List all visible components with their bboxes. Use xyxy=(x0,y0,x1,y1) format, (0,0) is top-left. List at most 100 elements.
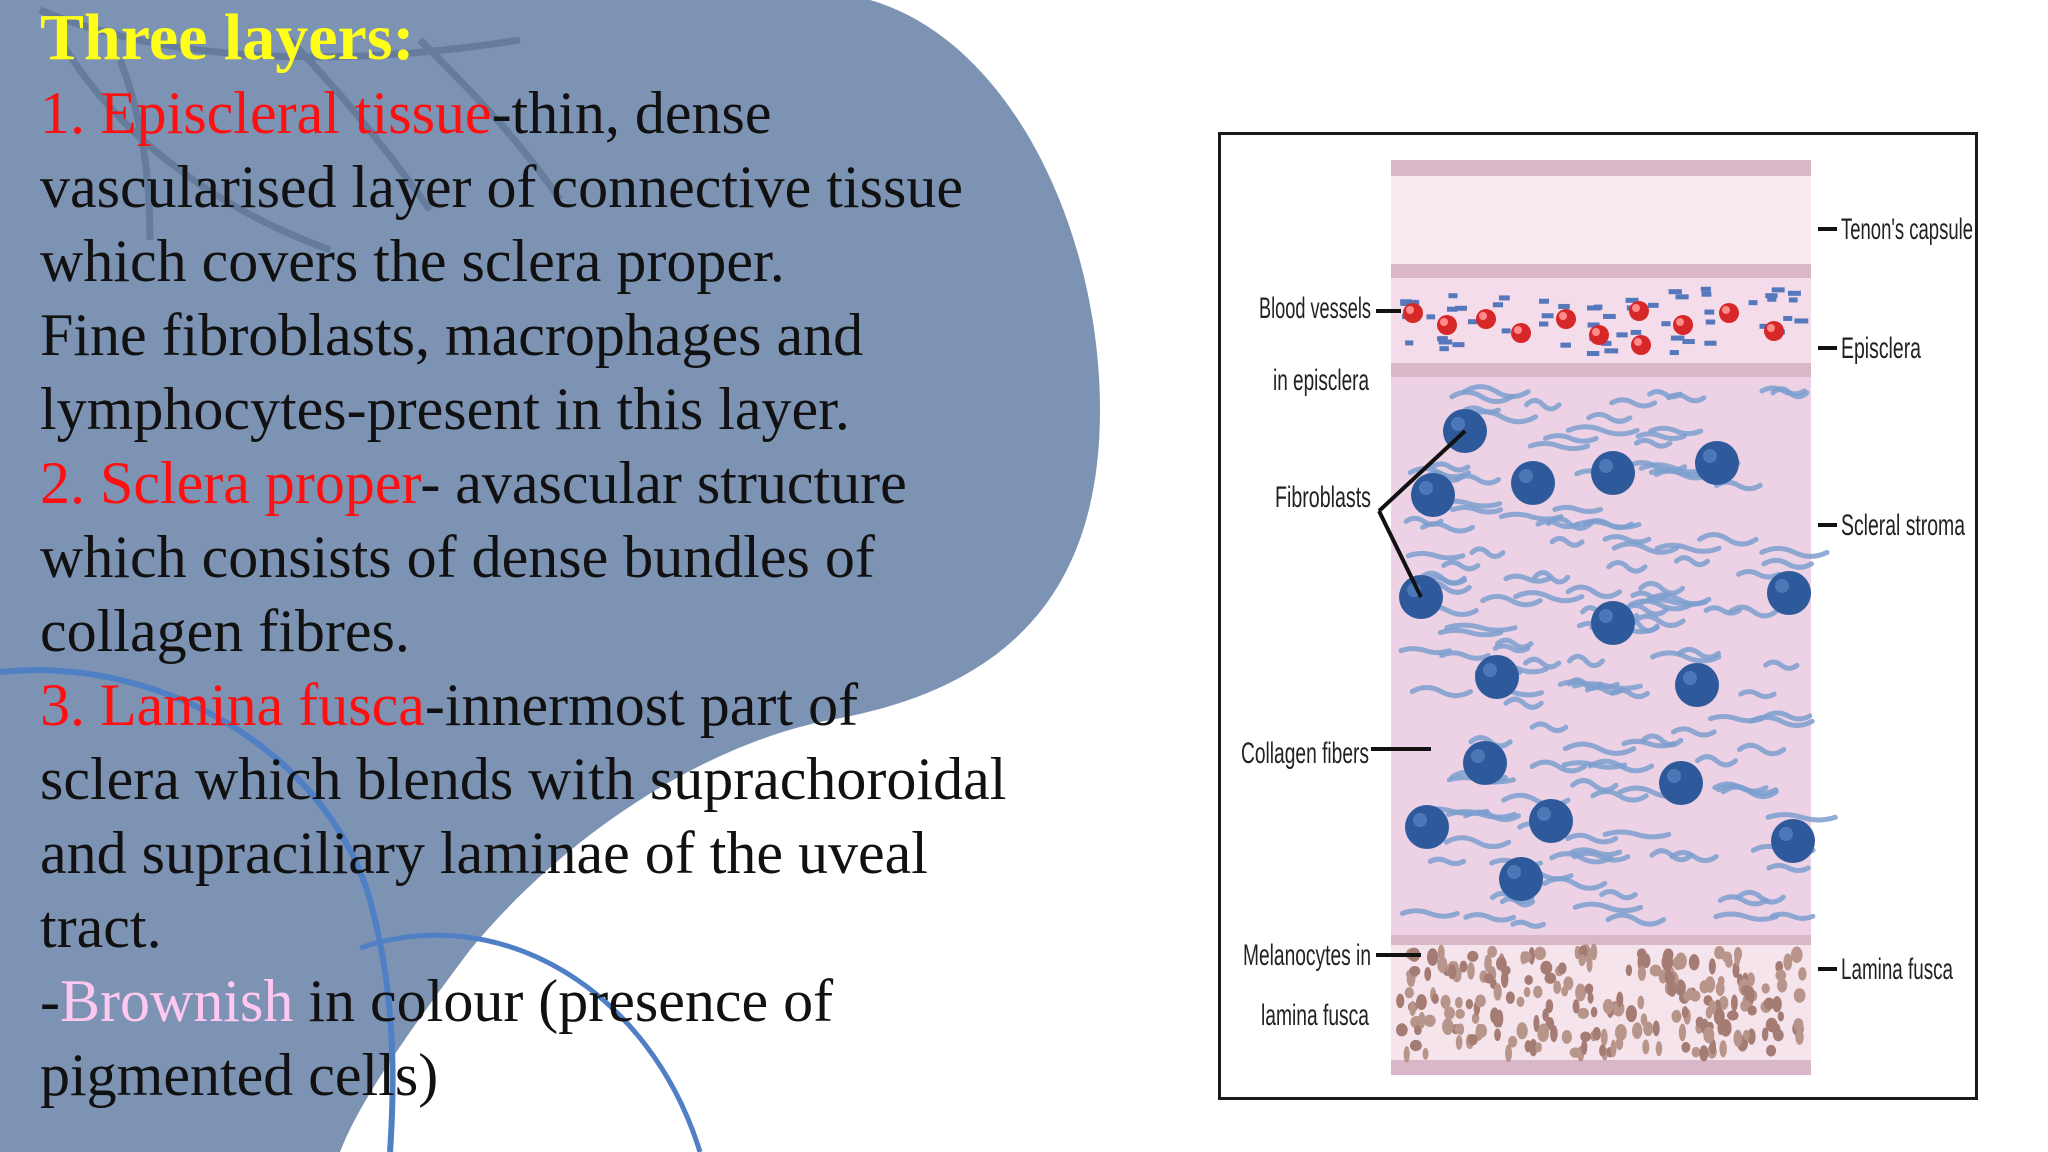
melanocyte xyxy=(1678,1023,1687,1042)
melanocyte xyxy=(1642,1039,1650,1055)
collagen-fiber xyxy=(1669,850,1719,864)
diagram-canvas: Blood vessels in episclera Fibroblasts C… xyxy=(1241,160,1973,1075)
vessel-dash xyxy=(1541,313,1554,319)
episclera-layer xyxy=(1391,278,1811,363)
vessel-dash xyxy=(1604,348,1619,354)
melanocyte xyxy=(1667,980,1677,997)
collagen-fiber xyxy=(1638,580,1686,596)
melanocyte xyxy=(1553,980,1562,995)
text-line: pigmented cells) xyxy=(40,1038,1190,1112)
vessel-dash xyxy=(1405,340,1414,346)
fibroblast-cell-highlight xyxy=(1451,417,1465,431)
melanocyte xyxy=(1590,943,1598,961)
vessel-dash xyxy=(1669,350,1679,356)
melanocyte xyxy=(1649,964,1662,977)
collagen-fiber xyxy=(1738,689,1777,700)
collagen-fiber xyxy=(1703,605,1742,616)
melanocyte xyxy=(1695,1016,1704,1028)
collagen-fiber xyxy=(1417,570,1467,586)
text-line: collagen fibres. xyxy=(40,594,1190,668)
melanocyte xyxy=(1643,1021,1654,1037)
melanocyte xyxy=(1641,953,1651,969)
melanocyte xyxy=(1424,967,1432,982)
melanocyte xyxy=(1614,1024,1627,1042)
melanocyte xyxy=(1681,1041,1691,1053)
melanocyte xyxy=(1533,1014,1540,1032)
blood-vessel xyxy=(1437,315,1457,335)
vessel-dash xyxy=(1704,340,1717,346)
highlighted-term: 2. Sclera proper xyxy=(40,450,421,516)
blood-vessel xyxy=(1589,325,1609,345)
text-line: 2. Sclera proper- avascular structure xyxy=(40,446,1190,520)
vessel-dash xyxy=(1448,293,1458,299)
collagen-fiber xyxy=(1462,405,1501,415)
melanocyte xyxy=(1775,960,1784,973)
melanocyte xyxy=(1403,1046,1410,1063)
melanocyte xyxy=(1544,972,1557,984)
text-segment: in colour (presence of xyxy=(293,968,834,1034)
collagen-fiber xyxy=(1670,726,1717,738)
fibroblast-cell-highlight xyxy=(1483,663,1497,677)
collagen-fiber xyxy=(1409,685,1473,699)
vessel-dash xyxy=(1426,314,1436,320)
melanocyte xyxy=(1586,956,1593,973)
melanocyte xyxy=(1494,1028,1501,1042)
fibroblast-cell xyxy=(1675,663,1719,707)
text-line: -Brownish in colour (presence of xyxy=(40,964,1190,1038)
episclera-band-top xyxy=(1391,264,1811,278)
fibroblast-cell xyxy=(1475,655,1519,699)
melanocyte xyxy=(1637,995,1645,1010)
collagen-fiber xyxy=(1398,646,1452,656)
label-lamina-fusca-left: lamina fusca xyxy=(1261,999,1369,1032)
melanocyte xyxy=(1505,1044,1513,1063)
fibroblast-cell xyxy=(1695,441,1739,485)
melanocyte xyxy=(1455,996,1463,1009)
text-line: Fine fibroblasts, macrophages and xyxy=(40,298,1190,372)
label-episclera: Episclera xyxy=(1841,332,1921,365)
highlighted-term: 3. Lamina fusca xyxy=(40,672,425,738)
collagen-fiber xyxy=(1633,437,1673,449)
accent-arc-right xyxy=(359,932,703,1152)
vessel-dash xyxy=(1704,309,1715,315)
melanocyte xyxy=(1719,1040,1727,1058)
collagen-fiber xyxy=(1611,541,1680,555)
fibroblast-cell xyxy=(1463,741,1507,785)
melanocyte xyxy=(1718,996,1729,1010)
melanocyte xyxy=(1610,1039,1617,1057)
vessel-dash xyxy=(1661,321,1671,327)
melanocyte xyxy=(1431,993,1439,1005)
melanocyte xyxy=(1663,948,1674,962)
blood-vessel xyxy=(1719,303,1739,323)
collagen-fiber xyxy=(1736,742,1787,757)
blood-vessel-highlight xyxy=(1634,338,1642,346)
melanocyte xyxy=(1580,1031,1591,1042)
label-blood-vessels: Blood vessels xyxy=(1259,292,1371,325)
melanocyte xyxy=(1773,1029,1784,1042)
collagen-fiber xyxy=(1449,389,1515,404)
collagen-fiber xyxy=(1480,593,1543,608)
collagen-fiber xyxy=(1666,392,1707,404)
vessel-dash xyxy=(1783,315,1793,321)
melanocyte xyxy=(1775,969,1787,981)
blood-vessel-highlight xyxy=(1722,306,1730,314)
text-segment: which consists of dense bundles of xyxy=(40,524,875,590)
collagen-fiber xyxy=(1586,411,1633,424)
collagen-fiber xyxy=(1602,829,1672,840)
collagen-fiber xyxy=(1469,546,1506,559)
collagen-fiber xyxy=(1569,847,1623,857)
collagen-fiber xyxy=(1570,778,1619,793)
vessel-dash xyxy=(1767,296,1777,302)
melanocyte xyxy=(1484,954,1492,973)
melanocyte xyxy=(1721,951,1733,963)
melanocyte xyxy=(1578,945,1588,958)
label-lamina-fusca-right: Lamina fusca xyxy=(1841,953,1953,986)
collagen-fiber xyxy=(1769,911,1816,921)
melanocyte xyxy=(1483,973,1494,984)
vessel-dash xyxy=(1670,335,1685,341)
fibroblast-cell xyxy=(1591,601,1635,645)
collagen-fiber xyxy=(1542,876,1608,891)
melanocyte xyxy=(1632,1022,1643,1040)
melanocyte xyxy=(1442,1018,1454,1036)
collagen-fiber xyxy=(1609,687,1650,700)
